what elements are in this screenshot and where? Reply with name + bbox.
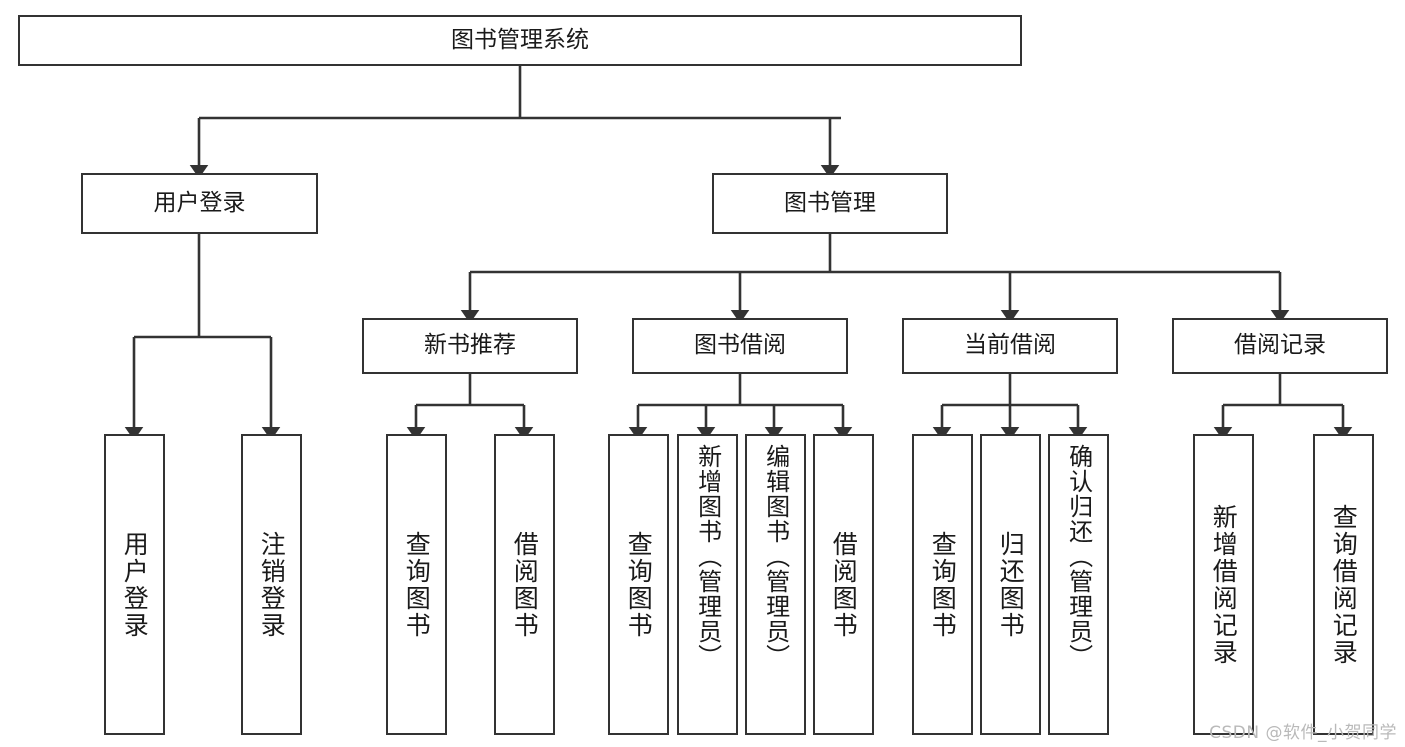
node-leaf-return-book-label: 归还图书 [996,530,1026,639]
node-new-book-recommend[interactable]: 新书推荐 [362,318,578,374]
node-leaf-query-borrow-record[interactable]: 查询借阅记录 [1313,434,1374,735]
node-leaf-add-book-admin[interactable]: 新增图书（管理员） [677,434,738,735]
node-book-management[interactable]: 图书管理 [712,173,948,234]
node-root-system[interactable]: 图书管理系统 [18,15,1022,66]
node-book-borrow-label: 图书借阅 [694,332,786,359]
node-leaf-query-book-1-label: 查询图书 [402,530,432,639]
node-leaf-confirm-return-admin[interactable]: 确认归还（管理员） [1048,434,1109,735]
node-new-book-recommend-label: 新书推荐 [424,332,516,359]
node-leaf-logout-login-label: 注销登录 [257,530,287,639]
node-leaf-confirm-return-admin-label: 确认归还（管理员） [1064,444,1093,669]
node-leaf-query-book-3-label: 查询图书 [928,530,958,639]
node-leaf-add-borrow-record-label: 新增借阅记录 [1209,503,1239,666]
node-current-borrow-label: 当前借阅 [964,332,1056,359]
node-leaf-user-login-label: 用户登录 [120,530,150,639]
node-root-system-label: 图书管理系统 [451,26,589,53]
node-leaf-logout-login[interactable]: 注销登录 [241,434,302,735]
node-borrow-record[interactable]: 借阅记录 [1172,318,1388,374]
node-leaf-borrow-book-2-label: 借阅图书 [829,530,859,639]
node-leaf-query-book-2-label: 查询图书 [624,530,654,639]
node-current-borrow[interactable]: 当前借阅 [902,318,1118,374]
node-leaf-add-book-admin-label: 新增图书（管理员） [693,444,722,669]
node-leaf-query-book-2[interactable]: 查询图书 [608,434,669,735]
csdn-watermark: CSDN @软件_小贺同学 [1209,723,1397,743]
node-leaf-add-borrow-record[interactable]: 新增借阅记录 [1193,434,1254,735]
node-borrow-record-label: 借阅记录 [1234,332,1326,359]
node-leaf-edit-book-admin[interactable]: 编辑图书（管理员） [745,434,806,735]
node-leaf-query-book-3[interactable]: 查询图书 [912,434,973,735]
node-leaf-borrow-book-2[interactable]: 借阅图书 [813,434,874,735]
node-leaf-return-book[interactable]: 归还图书 [980,434,1041,735]
node-leaf-edit-book-admin-label: 编辑图书（管理员） [761,444,790,669]
node-leaf-borrow-book-1-label: 借阅图书 [510,530,540,639]
node-leaf-query-book-1[interactable]: 查询图书 [386,434,447,735]
node-user-login-label: 用户登录 [153,189,246,216]
node-leaf-borrow-book-1[interactable]: 借阅图书 [494,434,555,735]
node-book-management-label: 图书管理 [784,189,876,216]
node-book-borrow[interactable]: 图书借阅 [632,318,848,374]
node-leaf-user-login[interactable]: 用户登录 [104,434,165,735]
node-user-login[interactable]: 用户登录 [81,173,318,234]
node-leaf-query-borrow-record-label: 查询借阅记录 [1329,503,1359,666]
